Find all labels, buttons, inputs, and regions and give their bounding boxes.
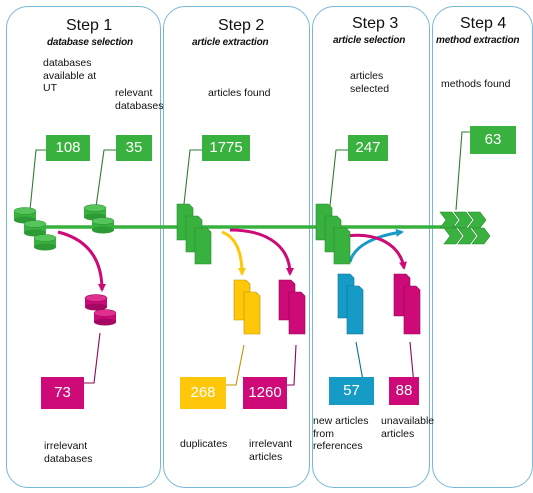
count-relevant-databases: 35 <box>116 135 152 161</box>
count-irrelevant-databases: 73 <box>41 377 84 409</box>
label-irrelevant-articles: irrelevant articles <box>249 438 293 463</box>
step-1-subtitle: database selection <box>47 37 133 48</box>
method-chevrons-icon <box>439 211 491 245</box>
documents-selected-icon <box>315 203 351 265</box>
step-4-subtitle: method extraction <box>436 35 520 46</box>
step-2-subtitle: article extraction <box>192 37 269 48</box>
step-3-title: Step 3 <box>352 15 399 32</box>
count-articles-found: 1775 <box>202 135 250 161</box>
label-articles-found: articles found <box>208 87 271 99</box>
documents-found-icon <box>176 203 212 265</box>
database-stack-irrelevant-icon <box>84 294 117 326</box>
label-relevant-databases: relevant databases <box>115 87 164 112</box>
count-databases-available: 108 <box>46 135 90 161</box>
label-articles-selected: articles selected <box>350 70 390 95</box>
documents-new-icon <box>337 273 364 335</box>
step-2-title: Step 2 <box>218 17 265 34</box>
database-stack-relevant-icon <box>83 204 115 234</box>
documents-irrelevant-icon <box>278 279 306 335</box>
step-4-title: Step 4 <box>460 15 507 32</box>
label-databases-available: databases available at UT <box>43 57 97 94</box>
database-stack-available-icon <box>13 207 57 251</box>
count-methods-found: 63 <box>470 126 516 154</box>
label-new-articles: new articles from references <box>313 415 369 452</box>
step-3-subtitle: article selection <box>333 35 406 46</box>
label-duplicates: duplicates <box>180 438 228 450</box>
count-duplicates: 268 <box>180 377 226 409</box>
count-irrelevant-articles: 1260 <box>243 377 287 409</box>
count-articles-selected: 247 <box>348 135 388 161</box>
count-unavailable-articles: 88 <box>389 377 419 405</box>
count-new-articles: 57 <box>329 377 374 405</box>
documents-unavailable-icon <box>393 273 421 335</box>
step-1-title: Step 1 <box>66 17 113 34</box>
documents-duplicates-icon <box>233 279 261 335</box>
label-unavailable-articles: unavailable articles <box>381 415 435 440</box>
label-methods-found: methods found <box>441 78 511 90</box>
label-irrelevant-databases: irrelevant databases <box>44 440 93 465</box>
